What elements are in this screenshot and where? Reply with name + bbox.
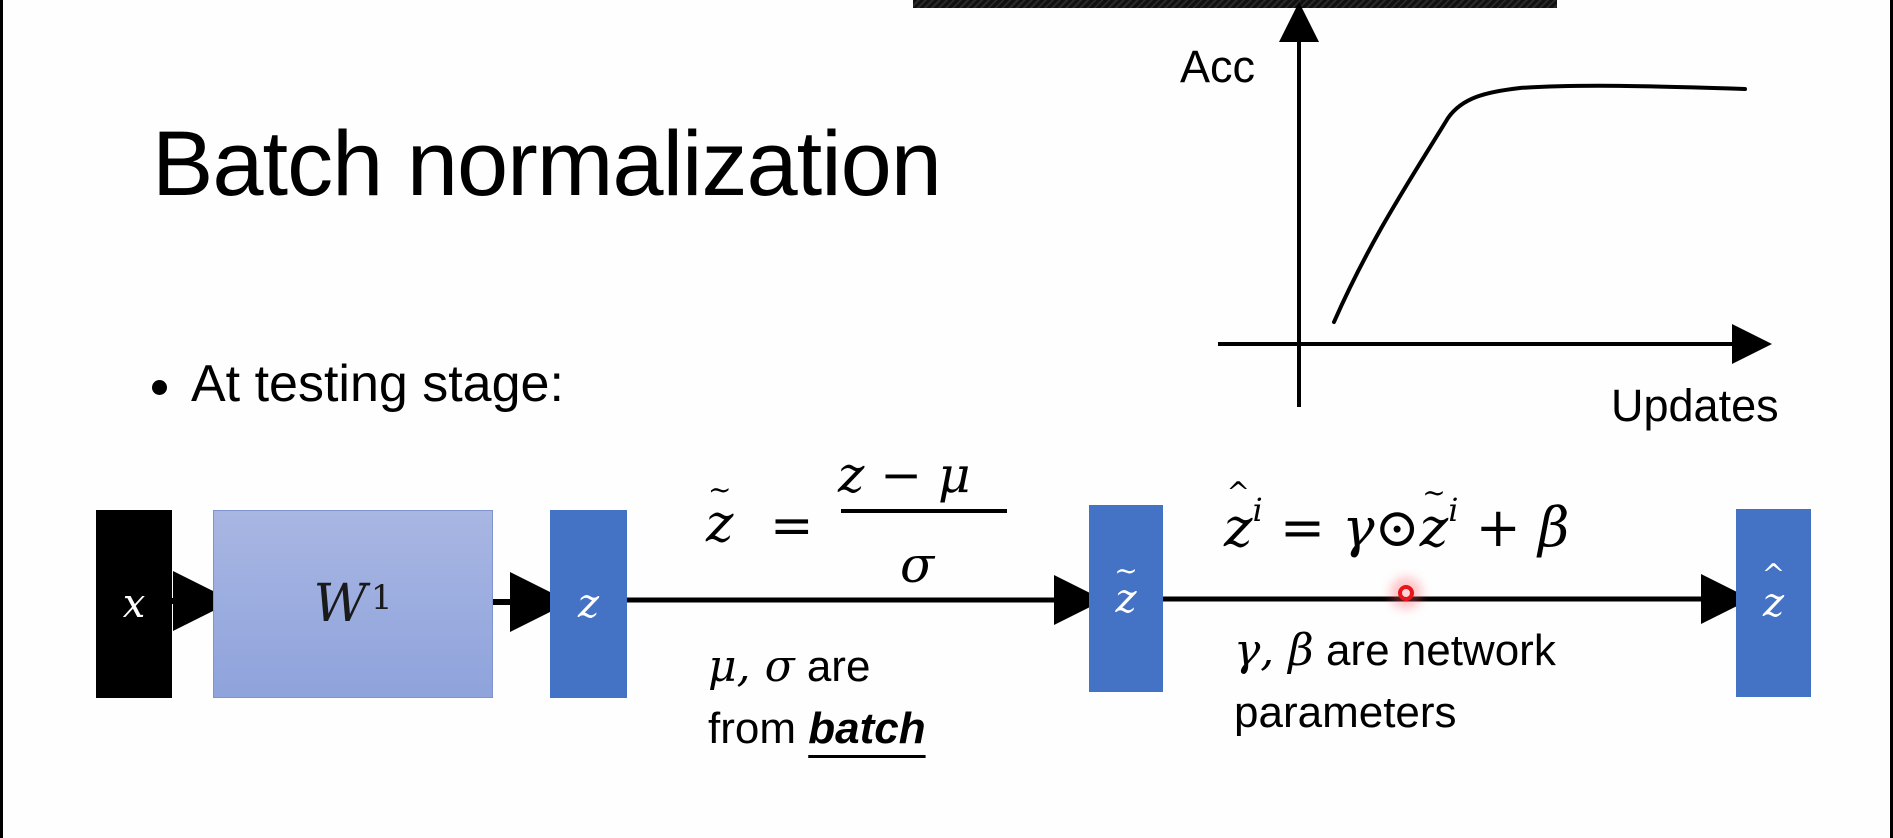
hat-mark: ^ xyxy=(1761,558,1786,591)
note2-text1: are network xyxy=(1313,626,1556,675)
z-hat-label: ^z xyxy=(1762,558,1785,626)
accuracy-curve xyxy=(1332,83,1747,324)
formula2-hat: ^ xyxy=(1226,476,1250,509)
y-axis-label: Acc xyxy=(1180,41,1256,92)
formula2-equals: = xyxy=(1262,496,1343,559)
input-x-label: x xyxy=(122,581,146,627)
note-network-params: γ, β are network parameters xyxy=(1234,620,1556,743)
formula2-sup-i: i xyxy=(1252,491,1263,529)
formula1-denominator: σ xyxy=(900,536,935,594)
formula1-lhs: ~z xyxy=(706,476,733,551)
formula2-tilde: ~ xyxy=(1422,476,1446,509)
formula2: ^zi = γ⊙~zi + β xyxy=(1224,479,1569,555)
formula2-ztilde: z xyxy=(1419,496,1449,559)
formula2-lhs: z xyxy=(1224,496,1253,559)
bullet-dot-icon xyxy=(152,379,167,395)
bullet-text: At testing stage: xyxy=(191,355,564,413)
z-box: z xyxy=(550,510,627,698)
slide-title: Batch normalization xyxy=(152,113,942,215)
z-label: z xyxy=(577,581,600,627)
note2-vars: γ, β xyxy=(1234,625,1314,676)
top-bar xyxy=(913,0,1557,8)
z-hat-box: ^z xyxy=(1736,509,1811,697)
z-hat-letter: z xyxy=(1762,580,1785,626)
formula1-numerator: z − μ xyxy=(838,446,971,504)
fraction-bar xyxy=(841,509,1007,513)
note-batch-stats: μ, σ are from batch xyxy=(708,636,926,759)
left-border xyxy=(0,0,3,838)
weight-label: W xyxy=(313,574,367,634)
formula2-plus: + xyxy=(1458,496,1539,559)
tilde-mark: ~ xyxy=(1114,553,1138,587)
z-tilde-label: ~z xyxy=(1114,554,1137,622)
z-tilde-letter: z xyxy=(1115,575,1137,622)
input-x-box: x xyxy=(96,510,172,698)
formula2-odot: ⊙ xyxy=(1374,496,1420,559)
note2-text2: parameters xyxy=(1234,687,1457,737)
formula1-tilde: ~ xyxy=(707,473,732,506)
note1-text2: from xyxy=(708,703,809,753)
laser-pointer-icon xyxy=(1398,585,1414,601)
right-border xyxy=(1890,0,1893,838)
note1-vars: μ, σ xyxy=(708,641,795,692)
formula2-gamma: γ xyxy=(1342,496,1375,559)
formula2-beta: β xyxy=(1538,496,1570,559)
formula1-equals: = xyxy=(770,496,814,556)
note1-text1: are xyxy=(794,642,871,691)
formula1-lhs-letter: z xyxy=(706,494,734,554)
formula2-sup-i2: i xyxy=(1448,491,1459,529)
weight-superscript: 1 xyxy=(370,578,393,618)
x-axis-label: Updates xyxy=(1611,380,1779,431)
bullet-item: At testing stage: xyxy=(152,358,564,410)
note1-emphasis: batch xyxy=(808,703,926,753)
z-tilde-box: ~z xyxy=(1089,505,1163,692)
